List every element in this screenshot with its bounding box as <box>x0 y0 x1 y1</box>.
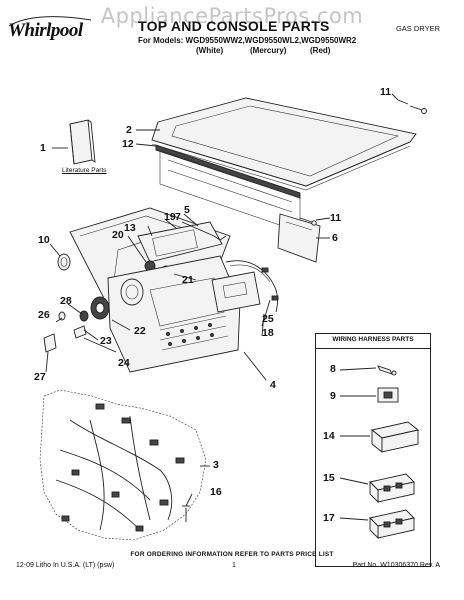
harness-plug-15 <box>369 473 415 504</box>
harness-screw <box>182 505 190 522</box>
page-number: 1 <box>232 562 236 569</box>
wiring-harness-divider <box>315 348 431 349</box>
callout-11-side: 11 <box>330 212 342 224</box>
leader-lines <box>45 93 409 521</box>
harness-clip <box>377 365 397 376</box>
callout-14: 14 <box>323 430 335 442</box>
callout-23: 23 <box>100 335 112 347</box>
callout-12: 12 <box>122 138 134 150</box>
callout-16: 16 <box>210 486 222 498</box>
literature-parts-label: Literature Parts <box>62 167 107 174</box>
screw-side <box>299 217 317 226</box>
selector-knob <box>90 278 144 320</box>
part-number: Part No. W10306370 Rev. A <box>352 562 440 569</box>
ordering-note: FOR ORDERING INFORMATION REFER TO PARTS … <box>130 551 334 558</box>
callout-5: 5 <box>184 204 190 216</box>
callout-18: 18 <box>262 327 274 339</box>
wiring-harness-title: WIRING HARNESS PARTS <box>332 336 414 343</box>
callout-25: 25 <box>262 313 274 325</box>
brand-swirl-icon <box>8 16 92 27</box>
callout-28: 28 <box>60 295 72 307</box>
console-harness <box>225 260 279 313</box>
callout-17: 17 <box>323 512 335 524</box>
model-numbers: For Models: WGD9550WW2,WGD9550WL2,WGD955… <box>138 36 357 45</box>
callout-19: 19 <box>164 211 176 223</box>
callout-20: 20 <box>112 229 124 241</box>
callout-3: 3 <box>213 459 219 471</box>
callout-22: 22 <box>134 325 146 337</box>
dryer-top-panel <box>151 97 417 191</box>
callout-1: 1 <box>40 142 46 154</box>
color-label-red: (Red) <box>310 46 331 55</box>
harness-connector-block <box>370 421 420 453</box>
console-frame <box>159 149 321 263</box>
wire-connector <box>181 221 227 241</box>
color-label-white: (White) <box>196 46 224 55</box>
wiring-harness-box <box>315 333 431 567</box>
screw-top-right <box>409 105 427 114</box>
callout-11-top: 11 <box>380 86 392 98</box>
callout-26: 26 <box>38 309 50 321</box>
callout-7: 7 <box>175 211 181 223</box>
control-board-housing <box>137 221 223 275</box>
callout-15: 15 <box>323 472 335 484</box>
callout-6: 6 <box>332 232 338 244</box>
user-interface-board <box>211 271 261 313</box>
callout-4: 4 <box>270 379 276 391</box>
main-wiring-harness <box>39 389 207 541</box>
brand-logo: Whirlpool <box>8 20 83 41</box>
callout-9: 9 <box>330 390 336 402</box>
watermark: AppliancePartsPros.com <box>100 4 364 28</box>
callout-8: 8 <box>330 363 336 375</box>
callout-2: 2 <box>126 124 132 136</box>
harness-plug-17 <box>369 509 415 540</box>
product-type: GAS DRYER <box>395 24 440 33</box>
knob-ring <box>57 253 71 271</box>
callout-27: 27 <box>34 371 46 383</box>
page-title: TOP AND CONSOLE PARTS <box>138 18 330 34</box>
color-label-mercury: (Mercury) <box>250 46 287 55</box>
harness-connector-small <box>377 387 399 403</box>
knob-parts <box>43 310 89 353</box>
litho-info: 12-09 Litho In U.S.A. (LT) (psw) <box>16 562 115 569</box>
callout-10: 10 <box>38 234 50 246</box>
callout-21: 21 <box>182 274 194 286</box>
callout-13: 13 <box>124 222 136 234</box>
callout-24: 24 <box>118 357 130 369</box>
literature-booklet <box>69 119 96 165</box>
